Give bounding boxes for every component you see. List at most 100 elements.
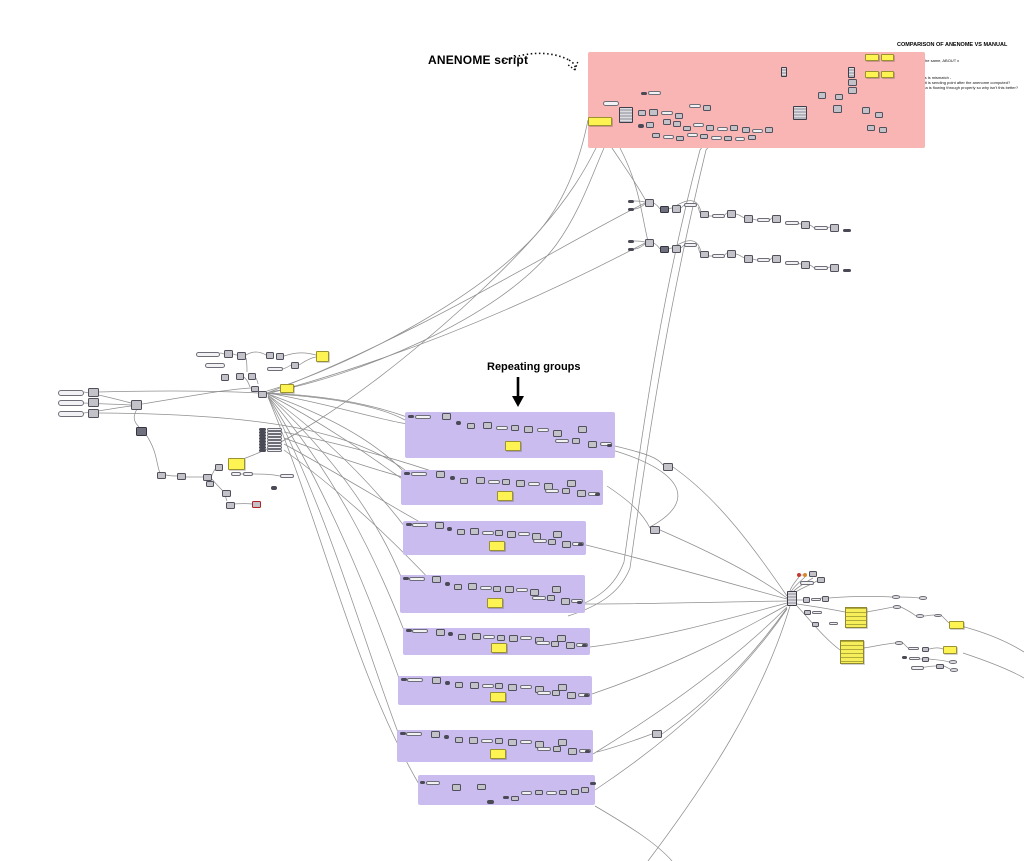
slider-node[interactable] (495, 426, 508, 431)
slider-node[interactable] (911, 666, 924, 670)
orange-indicator[interactable] (803, 573, 807, 577)
component-node[interactable] (683, 126, 691, 131)
component-node[interactable] (748, 135, 756, 140)
component-node[interactable] (511, 796, 519, 801)
cap-node[interactable] (590, 782, 596, 785)
cap-node[interactable] (455, 420, 461, 425)
component-node[interactable] (530, 589, 540, 597)
cap-node[interactable] (399, 731, 406, 735)
component-node[interactable] (646, 122, 654, 128)
component-node[interactable] (546, 595, 555, 602)
cap-node[interactable] (577, 600, 583, 604)
slider-node[interactable] (572, 541, 585, 546)
cap-node[interactable] (487, 800, 494, 804)
component-node[interactable] (560, 597, 570, 605)
slider-node[interactable] (407, 677, 424, 682)
cap-node[interactable] (405, 629, 412, 633)
component-node[interactable] (672, 205, 681, 213)
component-node[interactable] (565, 642, 575, 650)
component-node[interactable] (157, 472, 166, 479)
panel-note[interactable] (865, 54, 879, 61)
cap-node[interactable] (271, 486, 277, 490)
panel-note-large[interactable] (845, 607, 867, 628)
component-node[interactable] (744, 255, 753, 263)
component-node[interactable] (457, 633, 466, 640)
component-node[interactable] (571, 789, 579, 795)
slider-node[interactable] (196, 352, 220, 357)
component-node[interactable] (817, 577, 825, 583)
slider-node[interactable] (663, 135, 674, 139)
component-node[interactable] (551, 586, 561, 594)
component-node[interactable] (742, 127, 750, 133)
component-node[interactable] (700, 211, 709, 218)
repeating-group-8[interactable] (418, 775, 595, 805)
multiport-node[interactable] (793, 106, 807, 120)
slider-node[interactable] (58, 390, 84, 396)
component-node[interactable] (576, 490, 586, 498)
cap-node[interactable] (420, 781, 425, 784)
slider-node[interactable] (711, 136, 722, 140)
component-node[interactable] (663, 119, 671, 125)
cap-node[interactable] (641, 92, 647, 95)
slider-node[interactable] (811, 598, 821, 601)
component-node[interactable] (177, 473, 186, 480)
component-node[interactable] (835, 94, 843, 100)
component-node[interactable] (724, 136, 732, 141)
cap-node[interactable] (449, 476, 455, 481)
slider-node[interactable] (571, 599, 584, 603)
component-node[interactable] (471, 633, 481, 641)
slider-node[interactable] (578, 749, 591, 754)
panel-note[interactable] (316, 351, 329, 362)
component-node[interactable] (561, 540, 571, 548)
component-node[interactable] (830, 264, 839, 272)
component-node[interactable] (652, 730, 662, 738)
component-node[interactable] (215, 464, 223, 471)
panel-note[interactable] (881, 71, 894, 78)
panel-note[interactable] (881, 54, 894, 61)
slider-node[interactable] (536, 641, 551, 646)
slider-node[interactable] (267, 434, 282, 437)
slider-node[interactable] (785, 221, 799, 225)
component-node[interactable] (867, 125, 875, 131)
cap-node[interactable] (259, 434, 266, 437)
cap-node[interactable] (403, 472, 410, 475)
cap-node[interactable] (259, 449, 266, 452)
component-node[interactable] (765, 127, 773, 133)
component-node[interactable] (431, 730, 441, 738)
cap-node[interactable] (444, 680, 450, 685)
slider-node[interactable] (267, 367, 283, 371)
component-node[interactable] (468, 583, 478, 591)
component-node[interactable] (222, 490, 231, 497)
component-node[interactable] (833, 105, 842, 113)
slider-node[interactable] (545, 488, 560, 493)
component-node[interactable] (556, 635, 566, 643)
component-node[interactable] (452, 784, 461, 791)
slider-node[interactable] (684, 243, 697, 247)
slider-node[interactable] (243, 472, 253, 476)
slider-node[interactable] (411, 523, 428, 527)
component-node[interactable] (561, 488, 570, 495)
component-node[interactable] (772, 215, 781, 223)
slider-node[interactable] (531, 596, 546, 600)
component-node[interactable] (727, 250, 736, 258)
cap-node[interactable] (578, 543, 584, 547)
component-node[interactable] (454, 737, 463, 744)
panel-note[interactable] (491, 642, 508, 653)
cap-node[interactable] (400, 677, 407, 681)
panel-note-large[interactable] (840, 640, 864, 664)
component-node[interactable] (557, 683, 567, 691)
component-node[interactable] (432, 575, 442, 583)
slider-node[interactable] (408, 577, 425, 582)
multiport-node[interactable] (619, 107, 633, 123)
component-node[interactable] (441, 412, 451, 420)
component-node[interactable] (495, 738, 504, 745)
component-node[interactable] (495, 683, 504, 690)
component-node[interactable] (431, 676, 441, 684)
oval-node[interactable] (895, 641, 903, 645)
component-node[interactable] (588, 440, 598, 448)
component-node[interactable] (469, 736, 479, 744)
slider-node[interactable] (800, 581, 814, 585)
oval-node[interactable] (950, 668, 958, 672)
panel-note[interactable] (489, 541, 506, 552)
repeating-group-1[interactable] (405, 412, 615, 458)
